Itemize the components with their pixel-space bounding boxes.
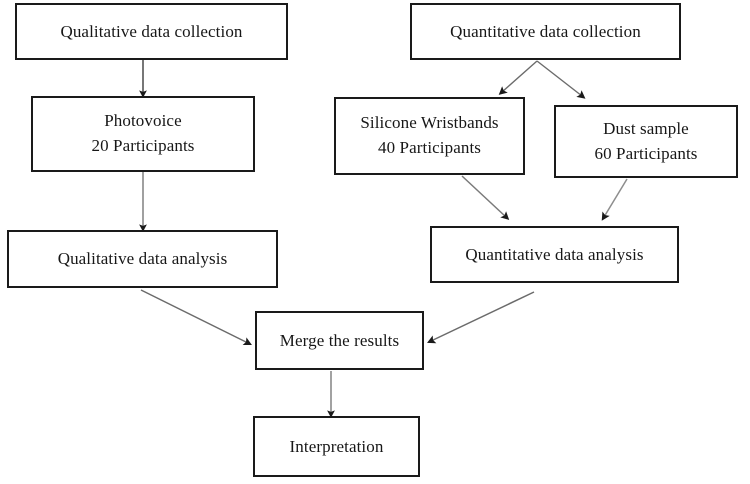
edge-quant-analysis-to-merge [427,291,535,344]
node-quantitative-data-analysis: Quantitative data analysis [430,226,679,283]
node-qualitative-data-collection: Qualitative data collection [15,3,288,60]
node-qualitative-data-analysis: Qualitative data analysis [7,230,278,288]
edge-qual-analysis-to-merge [140,289,252,346]
edge-dust-to-quant-analysis [601,178,628,221]
node-label: Qualitative data analysis [57,249,228,269]
edge-quant-collection-to-dust [536,60,586,99]
node-photovoice: Photovoice 20 Participants [31,96,255,172]
node-quantitative-data-collection: Quantitative data collection [410,3,681,60]
node-interpretation: Interpretation [253,416,420,477]
edge-quant-collection-to-wristbands [498,60,538,95]
node-label: Photovoice 20 Participants [91,111,195,155]
node-label: Quantitative data collection [450,21,641,41]
node-label: Dust sample 60 Participants [594,118,698,163]
node-merge-the-results: Merge the results [255,311,424,370]
node-silicone-wristbands: Silicone Wristbands 40 Participants [334,97,525,175]
node-label: Qualitative data collection [60,21,243,41]
node-label: Quantitative data analysis [465,244,644,264]
edge-wristbands-to-quant-analysis [461,175,510,220]
node-label: Interpretation [289,436,384,456]
node-dust-sample: Dust sample 60 Participants [554,105,738,178]
node-label: Merge the results [279,330,400,350]
node-label: Silicone Wristbands 40 Participants [360,113,499,157]
